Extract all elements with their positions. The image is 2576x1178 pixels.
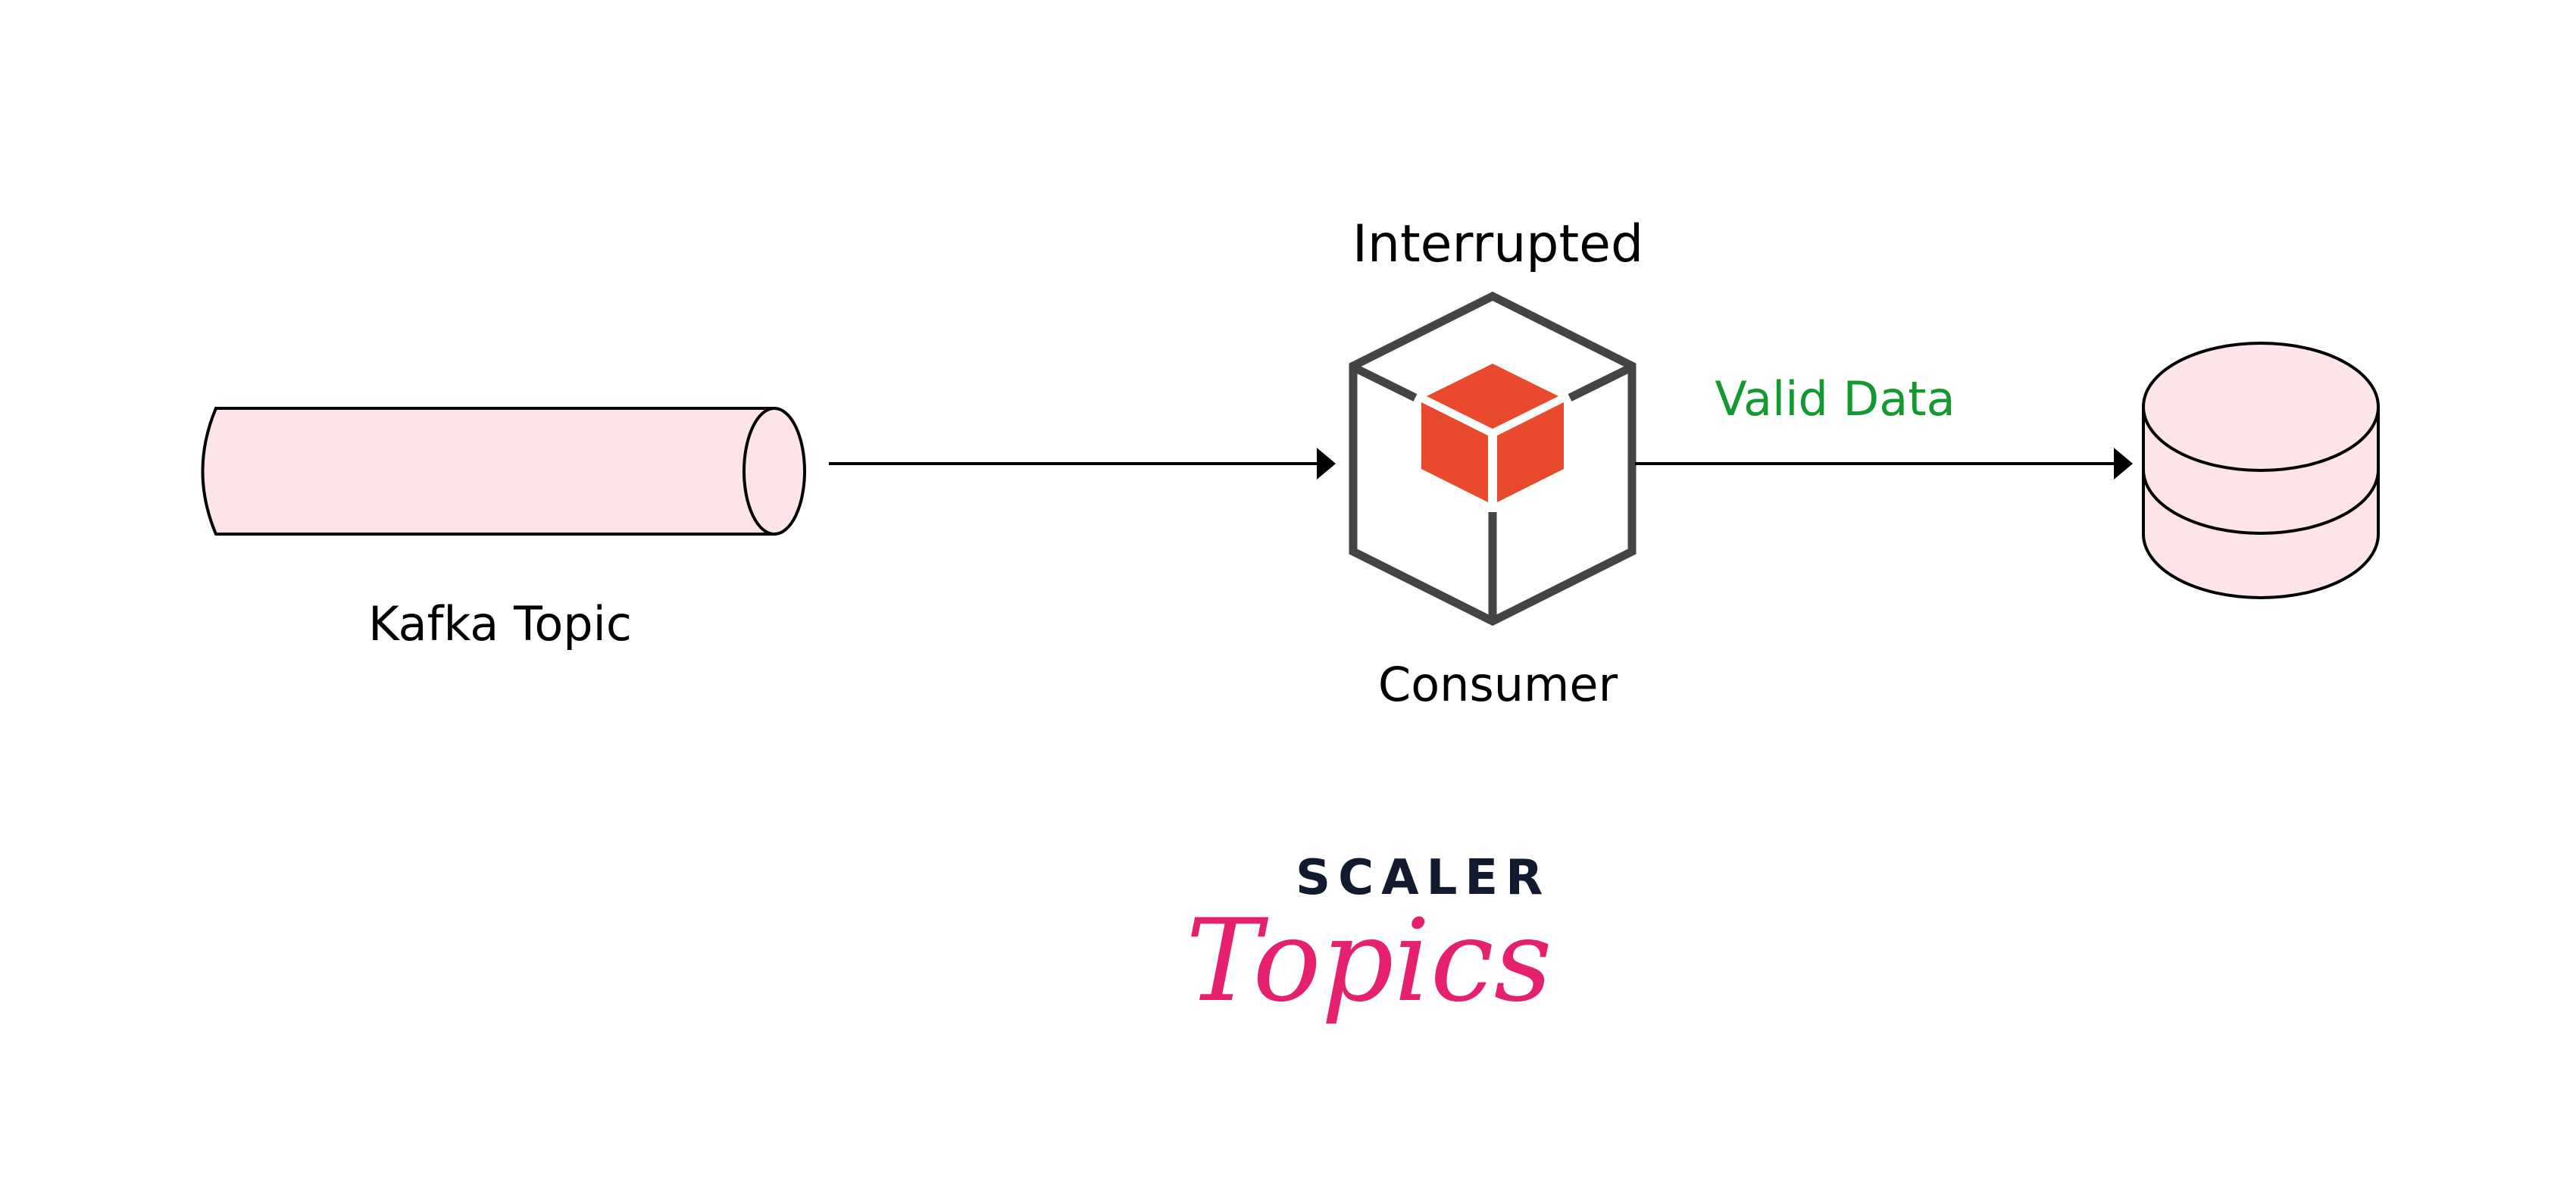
arrowhead-icon [1317, 448, 1336, 480]
edge-topic-to-consumer [829, 448, 1336, 480]
logo-scaler-text: SCALER [1296, 850, 1550, 906]
logo-topics-text: Topics [1186, 895, 1552, 1027]
arrowhead-icon [2114, 448, 2133, 480]
edge-consumer-to-database: Valid Data [1635, 371, 2133, 480]
pipe-cylinder-icon [201, 407, 806, 536]
consumer-status-label: Interrupted [1352, 214, 1643, 274]
scaler-topics-logo: SCALER Topics [1186, 850, 1552, 1027]
database-node [2142, 342, 2380, 599]
consumer-label: Consumer [1378, 657, 1618, 712]
kafka-topic-label: Kafka Topic [368, 596, 632, 651]
cube-icon [1349, 291, 1637, 626]
kafka-topic-node: Kafka Topic [201, 407, 806, 651]
valid-data-label: Valid Data [1715, 371, 1955, 427]
consumer-node: Interrupted Consumer [1349, 214, 1643, 712]
database-icon [2142, 342, 2380, 599]
